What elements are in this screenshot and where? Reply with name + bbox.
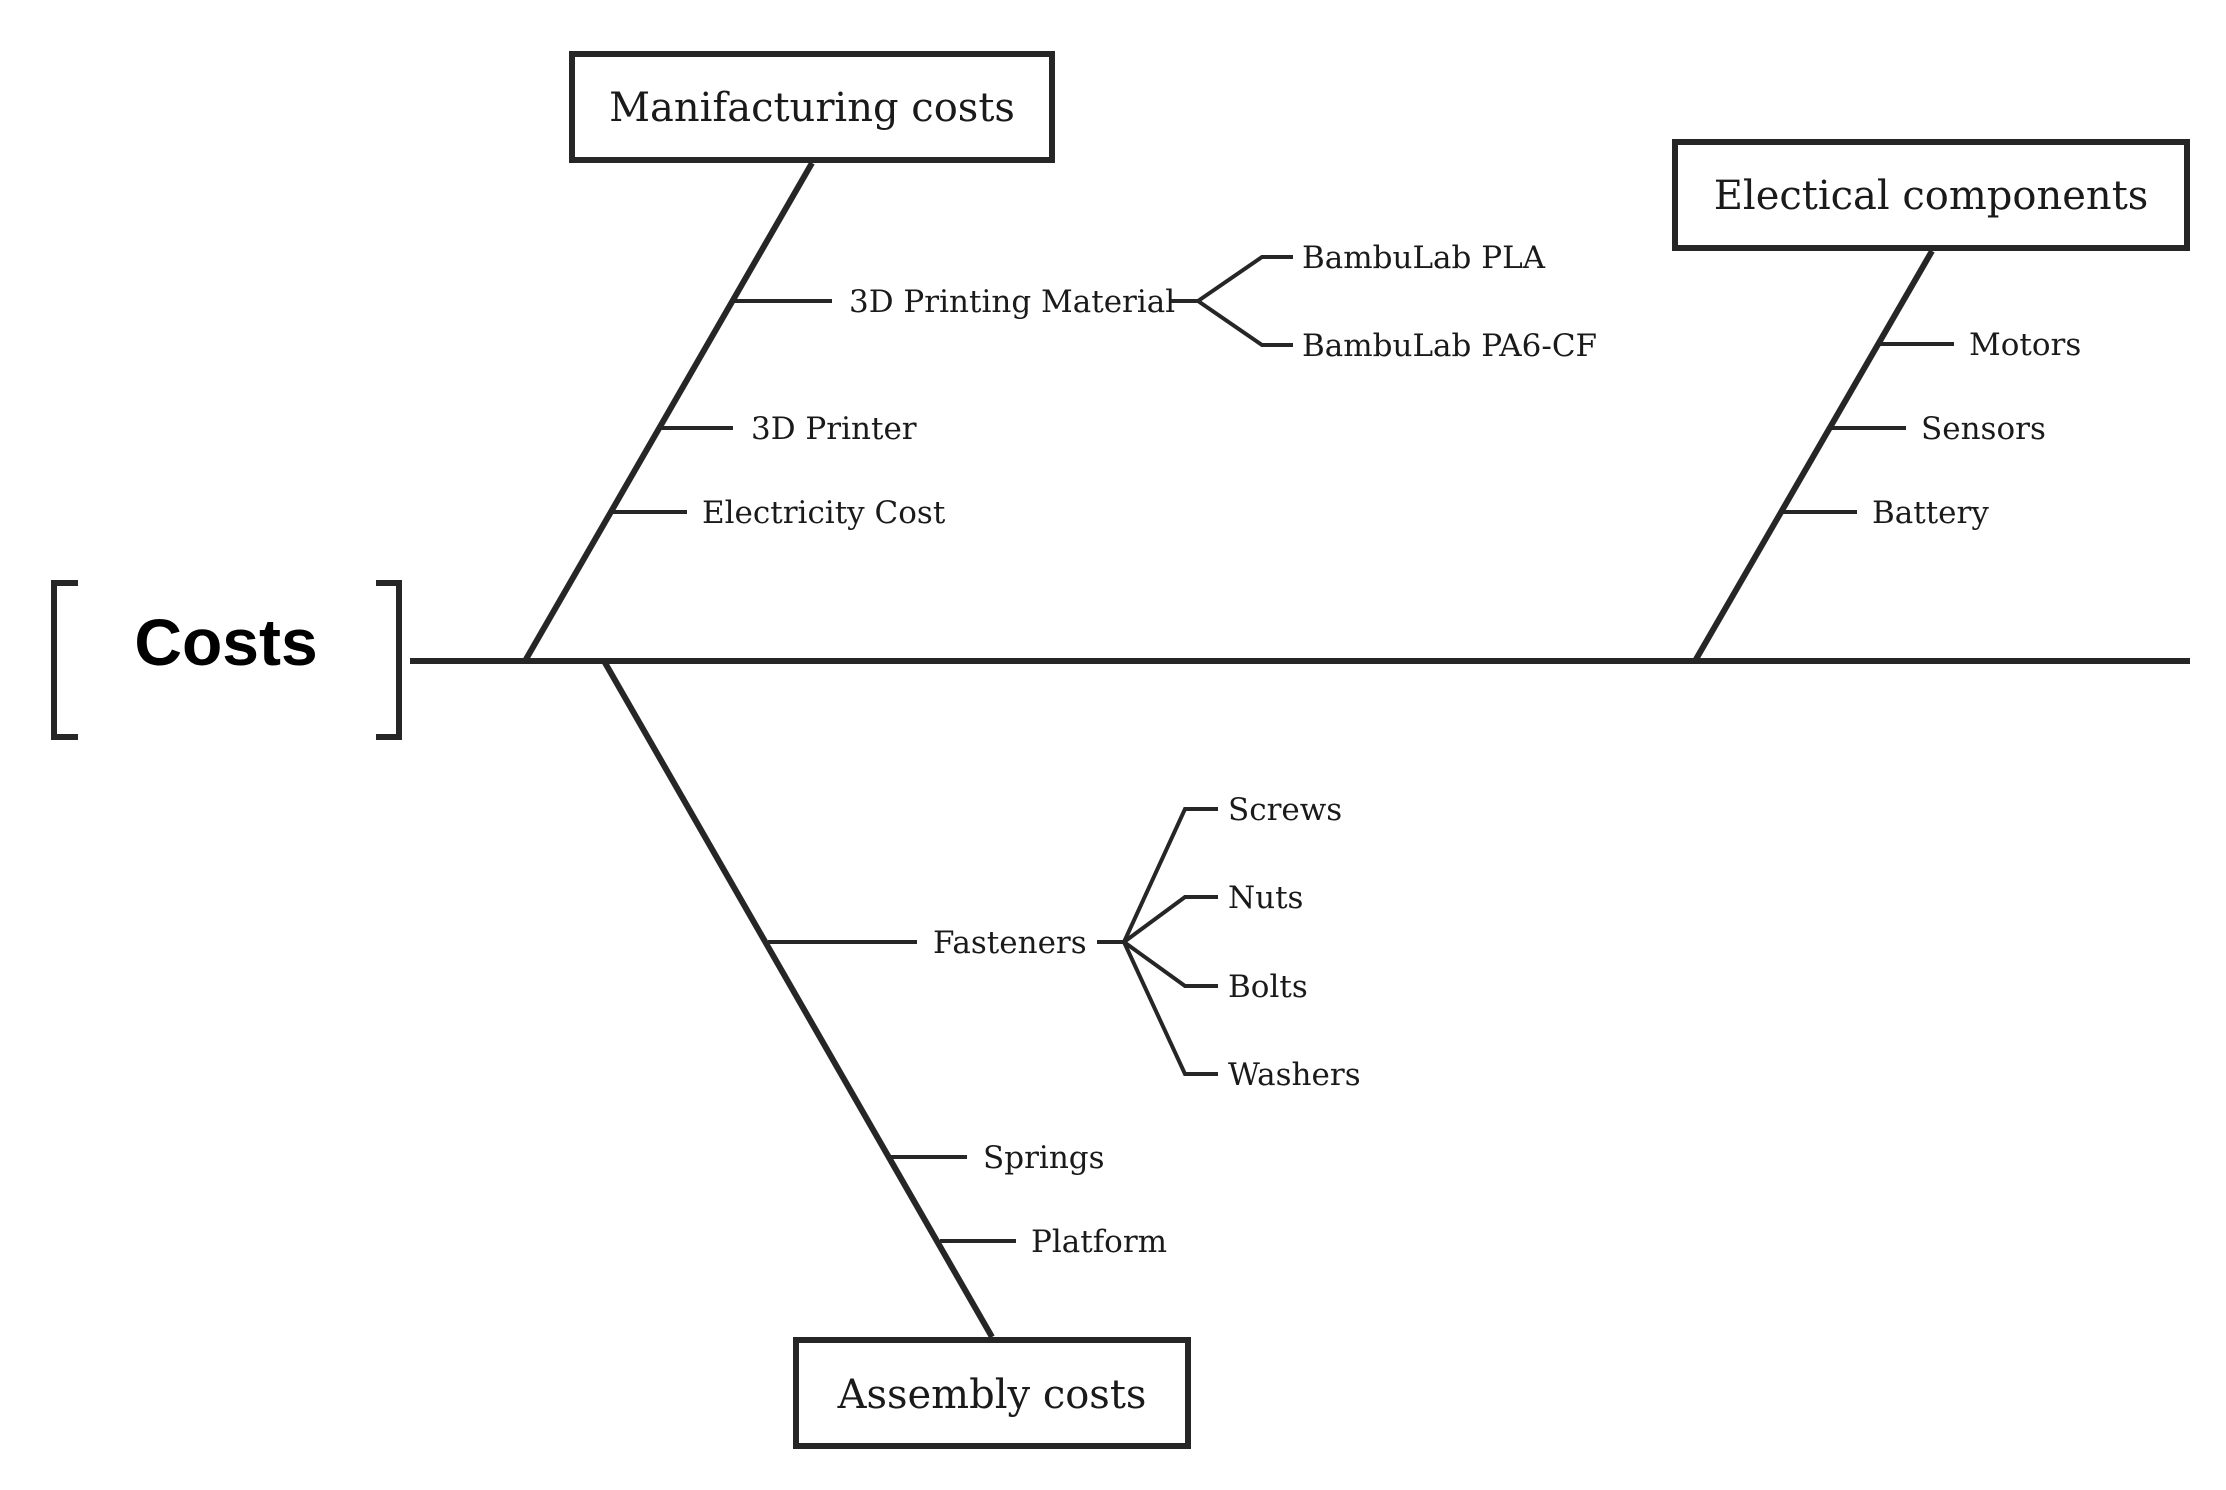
subtwig-washers [1122,941,1218,1076]
category-title-assembly: Assembly costs [837,1372,1147,1418]
category-box-manufacturing [569,51,1055,163]
subtwig-screws [1122,807,1218,943]
subcause-washers: Washers [1228,1057,1361,1093]
subtwig-nuts [1122,895,1218,944]
cause-3d-printing-material: 3D Printing Material [849,284,1175,320]
cause-motors: Motors [1969,327,2081,363]
subcause-bambulab-pla: BambuLab PLA [1302,240,1546,276]
cause-springs: Springs [983,1140,1105,1176]
subtwig-bolts [1122,940,1218,988]
cause-sensors: Sensors [1921,411,2046,447]
category-title-electrical: Electical components [1714,173,2149,219]
subtwig-bambulab-pa6-cf [1196,299,1293,347]
subcause-nuts: Nuts [1228,880,1303,916]
cause-electricity-cost: Electricity Cost [702,495,946,531]
bone-manufacturing [522,161,815,663]
head-label: Costs [134,605,317,679]
cause-battery: Battery [1872,495,1989,531]
cause-3d-printer: 3D Printer [751,411,917,447]
head-bracket-left [51,580,78,740]
category-title-manufacturing: Manifacturing costs [609,85,1015,131]
subtwig-bambulab-pla [1196,255,1293,303]
subcause-bambulab-pa6-cf: BambuLab PA6-CF [1302,328,1597,364]
cause-platform: Platform [1031,1224,1167,1260]
head-bracket-right [376,580,402,740]
bone-assembly [601,659,995,1339]
subcause-bolts: Bolts [1228,969,1308,1005]
category-box-electrical [1672,139,2190,251]
bone-electrical [1692,249,1935,663]
category-box-assembly [793,1337,1191,1449]
cause-fasteners: Fasteners [933,925,1087,961]
subcause-screws: Screws [1228,792,1342,828]
